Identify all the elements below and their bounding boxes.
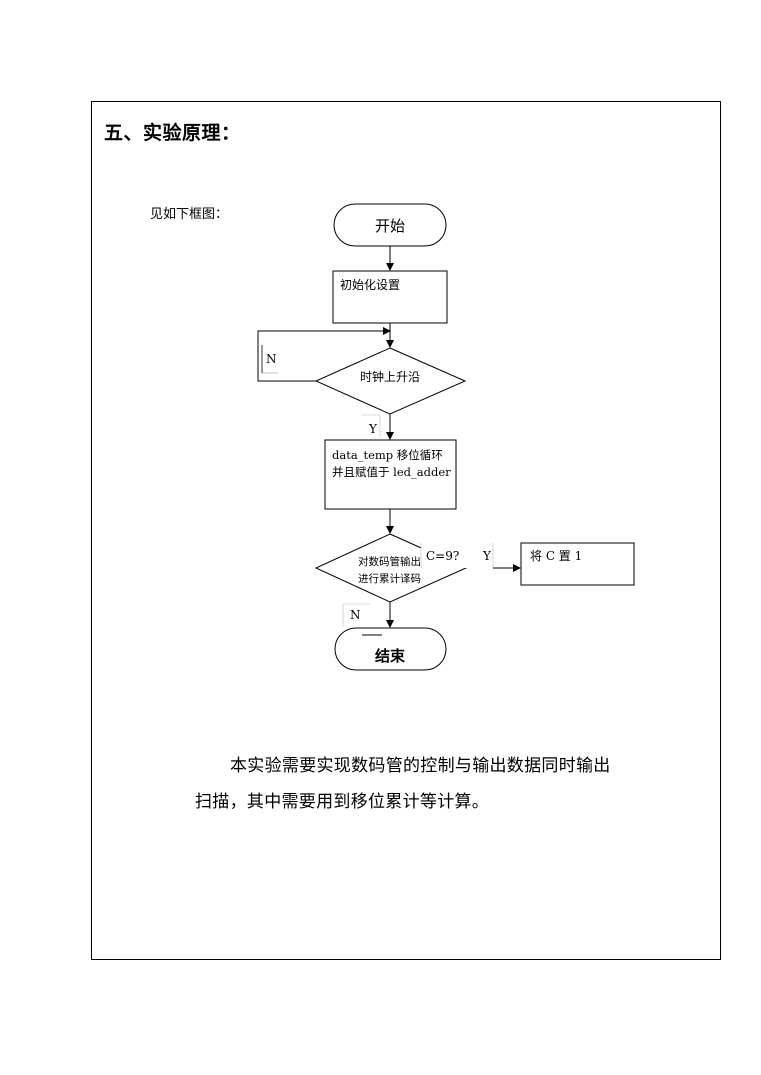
intro-text: 见如下框图：	[150, 207, 229, 222]
paragraph-line-1: 本实验需要实现数码管的控制与输出数据同时输出	[230, 756, 611, 776]
clock-no-label: N	[266, 352, 277, 366]
end-label: 结束	[375, 647, 406, 665]
start-label: 开始	[375, 217, 405, 235]
clock-decision-node: 时钟上升沿	[314, 347, 467, 415]
paragraph-line-2: 扫描，其中需要用到移位累计等计算。	[195, 792, 490, 812]
cond-label: C=9?	[426, 549, 459, 563]
cond-no-label: N	[350, 608, 361, 622]
section-heading: 五、实验原理：	[104, 122, 241, 144]
shift-label-line1: data_temp 移位循环	[332, 448, 443, 462]
end-node: 结束	[334, 627, 447, 671]
init-label: 初始化设置	[340, 278, 400, 292]
init-node: 初始化设置	[332, 270, 448, 324]
content-frame	[91, 101, 721, 960]
clock-decision-label: 时钟上升沿	[360, 369, 420, 384]
cond-no-label-box: N	[342, 603, 370, 627]
decode-label-line1: 对数码管输出	[358, 555, 421, 568]
set-c-node: 将 C 置 1	[520, 542, 635, 586]
shift-node: data_temp 移位循环 并且赋值于 led_adder	[324, 439, 457, 510]
decode-decision-node: 对数码管输出 进行累计译码 C=9? Y	[314, 533, 494, 603]
clock-no-label-box: N	[261, 345, 278, 374]
clock-yes-label-box: Y	[362, 414, 381, 437]
set-c-label: 将 C 置 1	[530, 549, 582, 563]
start-node: 开始	[333, 203, 447, 247]
clock-yes-label: Y	[368, 422, 378, 436]
shift-label-line2: 并且赋值于 led_adder	[332, 465, 451, 479]
cond-yes-label: Y	[482, 549, 492, 563]
loop-clock-no	[257, 327, 391, 382]
decode-label-line2: 进行累计译码	[358, 572, 421, 585]
